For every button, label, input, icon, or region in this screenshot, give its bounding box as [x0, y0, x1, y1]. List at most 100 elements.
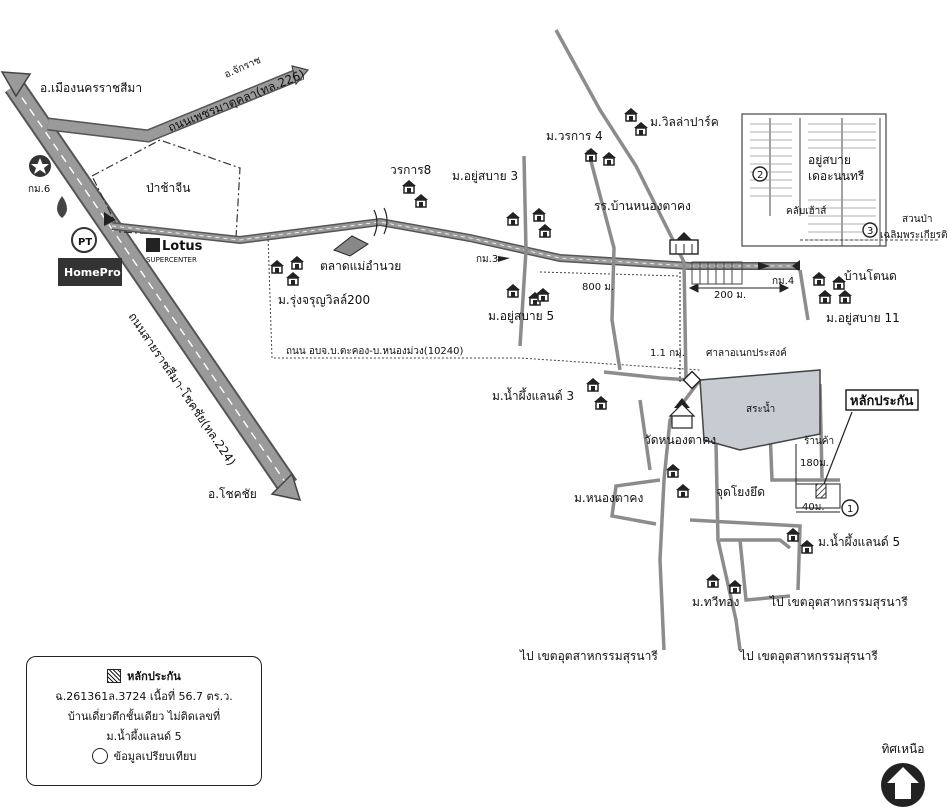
- label-ban-tonot: บ้านโตนด: [844, 269, 897, 283]
- house-icon: [269, 259, 285, 274]
- label-pa-cha-chin: ป่าช้าจีน: [146, 181, 190, 195]
- house-icon: [601, 151, 617, 166]
- label-marker-1: 1: [847, 504, 853, 515]
- north-label: ทิศเหนือ: [881, 742, 925, 756]
- label-yusabai5: ม.อยู่สบาย 5: [488, 309, 554, 324]
- label-40m: 40ม.: [802, 502, 825, 513]
- house-icon: [505, 283, 521, 298]
- label-nam-phueng5: ม.น้ำผึ้งแลนด์ 5: [818, 533, 900, 549]
- legend-village-line: ม.น้ำผึ้งแลนด์ 5: [106, 730, 182, 743]
- marker-1: [841, 499, 859, 517]
- house-icon: [727, 579, 743, 594]
- pond: [699, 369, 821, 451]
- comparable-markers: [752, 166, 878, 517]
- marker-2: [752, 166, 768, 182]
- arrow-chakkarat-icon: [291, 65, 310, 86]
- arrow-korat-icon: [0, 71, 32, 98]
- label-obj-road: ถนน อบจ.บ.ตะคอง-บ.หนองม่วง(10240): [286, 346, 464, 357]
- temple-icon: [668, 398, 696, 429]
- label-to-industrial-2: ไป เขตอุตสาหกรรมสุรนารี: [519, 649, 658, 664]
- label-rung-charoen: ม.รุ่งจรุญวิลล์200: [278, 293, 370, 308]
- arrow-east-icon: [792, 260, 800, 272]
- label-nam-phueng3: ม.น้ำผึ้งแลนด์ 3: [492, 387, 574, 403]
- km-marker-icon: [104, 212, 770, 270]
- map-legend: หลักประกัน ฉ.261361ล.3724 เนื้อที่ 56.7 …: [26, 656, 262, 786]
- north-indicator: ทิศเหนือ: [868, 740, 938, 811]
- label-1-1km: 1.1 กม.: [650, 348, 685, 359]
- house-icon: [623, 107, 639, 122]
- house-icon: [413, 193, 429, 208]
- house-icon: [505, 211, 521, 226]
- arrow-chokchai-icon: [270, 472, 302, 502]
- lotus-logo-icon: [146, 238, 160, 252]
- label-shop: ร้านค้า: [804, 435, 834, 447]
- label-park2: เฉลิมพระเกียรติ: [880, 229, 947, 241]
- label-yusabai-the-nontri-1: อยู่สบาย: [808, 153, 851, 168]
- legend-deed-line: ฉ.261361ล.3724 เนื้อที่ 56.7 ตร.ว.: [55, 690, 233, 703]
- house-icon: [705, 573, 721, 588]
- label-chakkarat: อ.จักราช: [223, 55, 263, 81]
- label-phetmat-road: ถนนเพชรมาตุคลา(ทล.226): [166, 67, 307, 136]
- label-180m: 180ม.: [800, 458, 829, 469]
- label-km3: กม.3: [476, 254, 498, 265]
- house-icon: [665, 463, 681, 478]
- label-thawi-thong: ม.ทวีทอง: [692, 595, 739, 609]
- legend-collateral-row: หลักประกัน: [37, 667, 251, 685]
- pt-icon: [71, 227, 97, 253]
- label-km4: กม.4: [772, 276, 794, 287]
- label-mae-amnuay: ตลาดแม่อำนวย: [320, 259, 401, 273]
- house-icon: [585, 377, 601, 392]
- house-icon: [799, 539, 815, 554]
- label-worakarn8: วรการ8: [390, 163, 431, 177]
- collateral-area: [795, 389, 919, 509]
- label-clubhouse: คลับเฮ้าส์: [786, 205, 826, 217]
- market-icon: [332, 235, 369, 257]
- label-chud-yong-yued: จุดโยงยึด: [716, 485, 765, 500]
- label-to-industrial-3: ไป เขตอุตสาหกรรมสุรนารี: [739, 649, 878, 664]
- road-226: [47, 65, 310, 143]
- house-icon: [837, 289, 853, 304]
- label-muang-korat: อ.เมืองนครราชสีมา: [40, 81, 142, 95]
- label-pond: สระน้ำ: [746, 401, 775, 415]
- collateral-pointer: [823, 411, 853, 485]
- school-icon: [669, 232, 699, 255]
- legend-collateral-title: หลักประกัน: [127, 670, 181, 683]
- dimension-lines: [679, 272, 840, 513]
- hatch-icon: [107, 669, 122, 683]
- label-marker-3: 3: [867, 226, 873, 237]
- house-icon: [817, 289, 833, 304]
- label-yusabai11: ม.อยู่สบาย 11: [826, 311, 900, 326]
- house-icon: [531, 207, 547, 222]
- label-pt: PT: [78, 237, 92, 248]
- legend-comparable-row: ข้อมูลเปรียบเทียบ: [37, 747, 251, 765]
- bridge-icon: [373, 207, 388, 237]
- brand-icons: [29, 155, 160, 286]
- label-worakarn4: ม.วรการ 4: [546, 129, 603, 143]
- legend-house-line: บ้านเดี่ยวตึกชั้นเดียว ไม่ติดเลขที่: [67, 710, 221, 723]
- dotted-800: [539, 271, 681, 277]
- homepro-logo: [58, 258, 122, 286]
- sala-icon: [682, 370, 702, 390]
- circle-icon: [91, 748, 108, 764]
- main-local-road: [111, 217, 800, 272]
- label-sala: ศาลาอเนกประสงค์: [706, 347, 787, 359]
- hatch-block: [691, 261, 743, 285]
- label-lotus: Lotus: [162, 239, 203, 254]
- label-school: รร.บ้านหนองตาคง: [594, 199, 691, 213]
- label-collateral-box: หลักประกัน: [850, 394, 913, 409]
- house-icon: [675, 483, 691, 498]
- label-chok-chai: อ.โชคชัย: [208, 487, 257, 501]
- label-homepro: HomePro: [64, 266, 121, 279]
- legend-comparable: ข้อมูลเปรียบเทียบ: [113, 750, 197, 763]
- label-marker-2: 2: [757, 170, 763, 181]
- house-icon: [785, 527, 801, 542]
- house-icon: [537, 223, 553, 238]
- house-icon: [811, 271, 827, 286]
- label-yusabai3: ม.อยู่สบาย 3: [452, 169, 518, 184]
- house-icon: [583, 147, 599, 162]
- label-200m: 200 ม.: [714, 290, 746, 301]
- label-park: สวนป่า: [902, 214, 933, 225]
- label-km6: กม.6: [28, 184, 50, 195]
- house-icon: [633, 121, 649, 136]
